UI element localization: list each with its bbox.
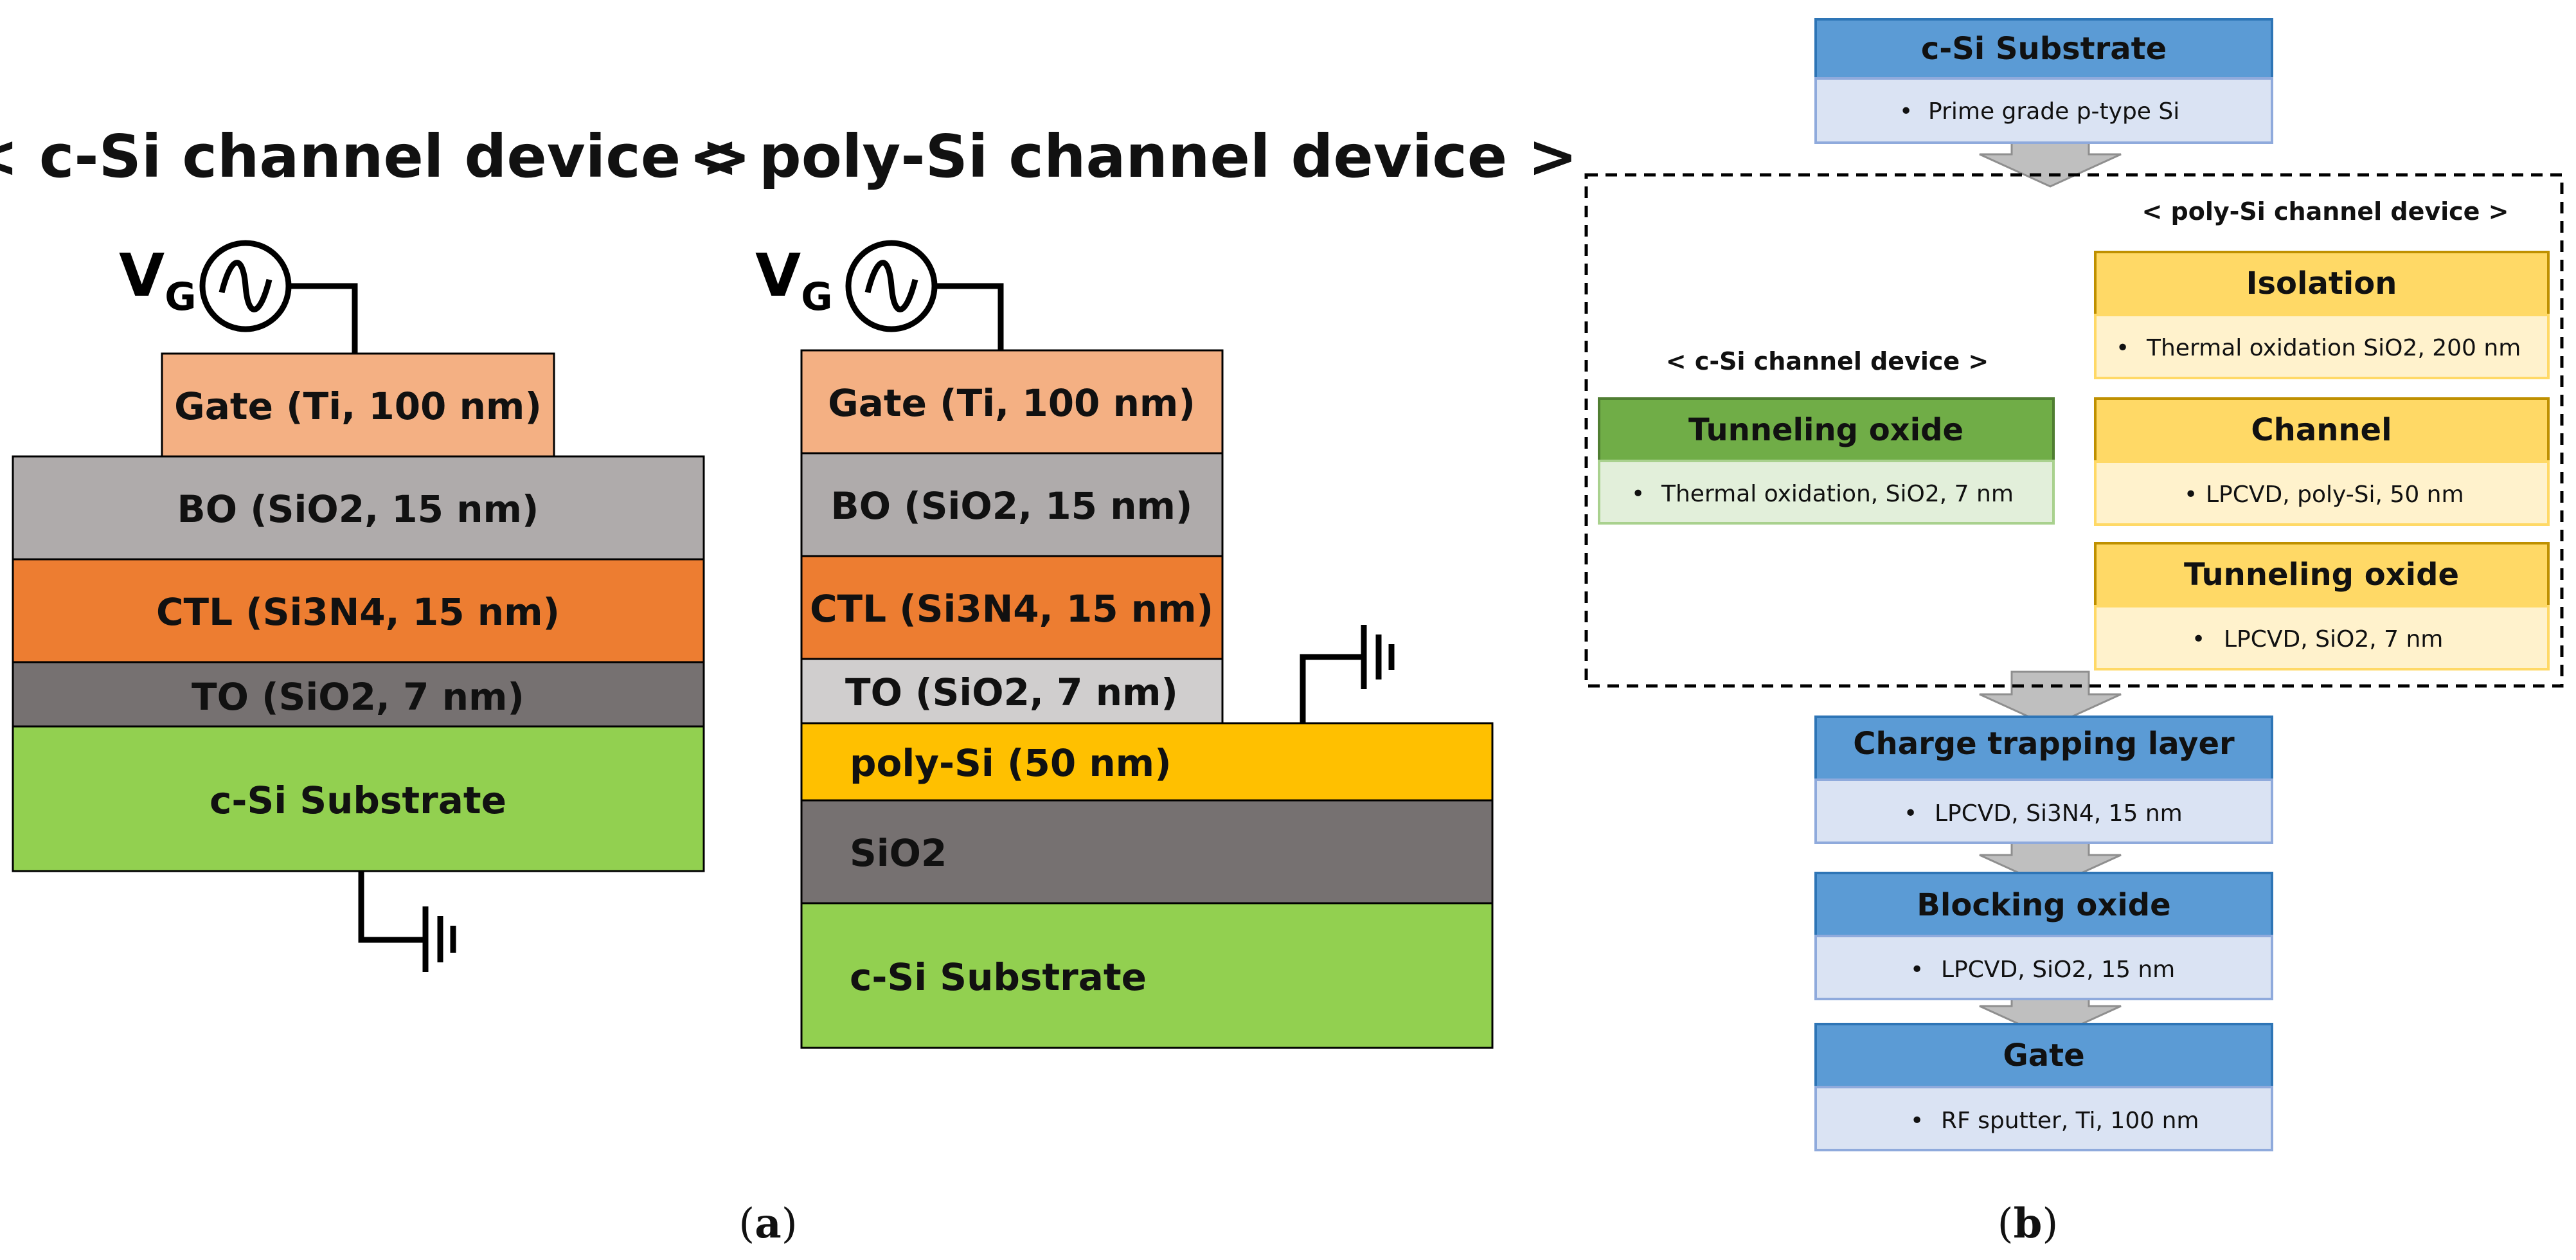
polysi-layer-channel-label: poly-Si (50 nm)	[850, 741, 1172, 785]
step-substrate-detail: Prime grade p-type Si	[1928, 98, 2179, 125]
csi-gate-wire	[289, 283, 358, 354]
step-isolation-bullet: •	[2116, 335, 2129, 361]
step-polysi-tunneling-oxide-detail-box	[2094, 605, 2550, 670]
step-isolation: Isolation • Thermal oxidation SiO2, 200 …	[2094, 251, 2550, 379]
polysi-layer-gate	[800, 349, 1224, 455]
step-gate-title: Gate	[2003, 1038, 2084, 1074]
polysi-branch-title: < poly-Si channel device >	[2142, 197, 2509, 226]
polysi-layer-substrate	[800, 902, 1494, 1049]
step-substrate: c-Si Substrate • Prime grade p-type Si	[1814, 18, 2273, 144]
step-channel: Channel • LPCVD, poly-Si, 50 nm	[2094, 397, 2550, 526]
polysi-device-diagram: < poly-Si channel device > VG Gate (Ti, …	[689, 122, 1578, 1049]
step-polysi-tunneling-oxide-bullet: •	[2192, 626, 2205, 652]
step-charge-trapping-layer-detail-box	[1814, 779, 2273, 844]
polysi-layer-to	[800, 658, 1224, 724]
step-gate-detail-box	[1814, 1086, 2273, 1151]
csi-layer-gate-label: Gate (Ti, 100 nm)	[174, 384, 542, 428]
step-charge-trapping-layer-header	[1814, 716, 2273, 781]
step-substrate-header	[1814, 18, 2273, 80]
step-isolation-detail: Thermal oxidation SiO2, 200 nm	[2146, 335, 2521, 361]
step-isolation-header	[2094, 251, 2550, 316]
step-blocking-oxide-bullet: •	[1910, 957, 1924, 983]
step-gate-detail: RF sputter, Ti, 100 nm	[1941, 1108, 2199, 1134]
step-charge-trapping-layer: Charge trapping layer • LPCVD, Si3N4, 15…	[1814, 716, 2273, 844]
caption-b: (b)	[1998, 1200, 2059, 1248]
polysi-gate-wire	[935, 283, 1004, 350]
step-channel-detail-box	[2094, 460, 2550, 526]
device-branch-group	[1584, 173, 2564, 688]
csi-device-diagram: < c-Si channel device > VG Gate (Ti, 100…	[0, 122, 751, 972]
step-isolation-title: Isolation	[2246, 266, 2397, 302]
polysi-ac-source-icon	[845, 240, 938, 332]
polysi-layer-ctl	[800, 555, 1224, 660]
csi-vg-label: VG	[119, 241, 196, 320]
step-substrate-title: c-Si Substrate	[1921, 31, 2167, 67]
step-csi-tunneling-oxide-title: Tunneling oxide	[1688, 412, 1963, 448]
step-charge-trapping-layer-title: Charge trapping layer	[1853, 726, 2235, 762]
step-csi-tunneling-oxide-bullet: •	[1631, 481, 1645, 507]
step-polysi-tunneling-oxide-title: Tunneling oxide	[2184, 557, 2459, 593]
polysi-layer-bo-label: BO (SiO2, 15 nm)	[831, 484, 1193, 528]
csi-layer-to-label: TO (SiO2, 7 nm)	[192, 675, 524, 719]
csi-layer-gate	[161, 352, 555, 458]
polysi-layer-to-label: TO (SiO2, 7 nm)	[845, 670, 1178, 714]
polysi-layer-substrate-label: c-Si Substrate	[850, 955, 1147, 999]
csi-layer-bo	[12, 455, 705, 561]
step-csi-tunneling-oxide: Tunneling oxide • Thermal oxidation, SiO…	[1598, 397, 2055, 525]
csi-branch-title: < c-Si channel device >	[1666, 347, 1989, 375]
step-polysi-tunneling-oxide: Tunneling oxide • LPCVD, SiO2, 7 nm	[2094, 542, 2550, 670]
step-blocking-oxide-title: Blocking oxide	[1917, 887, 2170, 923]
polysi-layer-buried-oxide	[800, 799, 1494, 905]
csi-ground-icon	[358, 871, 456, 972]
caption-a: (a)	[738, 1200, 797, 1248]
step-gate-bullet: •	[1910, 1108, 1924, 1134]
polysi-device-title: < poly-Si channel device >	[689, 122, 1578, 191]
step-csi-tunneling-oxide-detail-box	[1598, 460, 2055, 525]
step-channel-title: Channel	[2251, 412, 2392, 448]
step-isolation-detail-box	[2094, 314, 2550, 379]
step-polysi-tunneling-oxide-header	[2094, 542, 2550, 608]
polysi-layer-bo	[800, 452, 1224, 557]
csi-layer-ctl	[12, 558, 705, 663]
step-charge-trapping-layer-detail: LPCVD, Si3N4, 15 nm	[1935, 800, 2183, 827]
step-csi-tunneling-oxide-header	[1598, 397, 2055, 462]
step-charge-trapping-layer-bullet: •	[1904, 800, 1917, 827]
polysi-ground-icon	[1300, 625, 1395, 723]
polysi-vg-label: VG	[755, 241, 832, 320]
process-flow: c-Si Substrate • Prime grade p-type Si <…	[1584, 18, 2564, 1151]
step-polysi-tunneling-oxide-detail: LPCVD, SiO2, 7 nm	[2224, 626, 2443, 652]
step-channel-detail: LPCVD, poly-Si, 50 nm	[2206, 482, 2464, 508]
step-channel-bullet: •	[2184, 482, 2197, 508]
polysi-layer-gate-label: Gate (Ti, 100 nm)	[828, 381, 1195, 425]
step-substrate-detail-box	[1814, 77, 2273, 144]
csi-layer-ctl-label: CTL (Si3N4, 15 nm)	[156, 590, 560, 634]
csi-layer-bo-label: BO (SiO2, 15 nm)	[177, 487, 539, 531]
polysi-layer-channel	[800, 722, 1494, 802]
step-substrate-bullet: •	[1899, 98, 1913, 125]
csi-ac-source-icon	[199, 240, 292, 332]
step-blocking-oxide: Blocking oxide • LPCVD, SiO2, 15 nm	[1814, 872, 2273, 1000]
polysi-layer-ctl-label: CTL (Si3N4, 15 nm)	[810, 587, 1213, 631]
step-gate: Gate • RF sputter, Ti, 100 nm	[1814, 1023, 2273, 1151]
step-csi-tunneling-oxide-detail: Thermal oxidation, SiO2, 7 nm	[1661, 481, 2014, 507]
step-blocking-oxide-detail-box	[1814, 935, 2273, 1000]
csi-layer-substrate-label: c-Si Substrate	[210, 779, 506, 822]
polysi-layer-buried-oxide-label: SiO2	[850, 831, 947, 875]
step-blocking-oxide-detail: LPCVD, SiO2, 15 nm	[1941, 957, 2175, 983]
step-blocking-oxide-header	[1814, 872, 2273, 937]
csi-device-title: < c-Si channel device >	[0, 122, 751, 191]
